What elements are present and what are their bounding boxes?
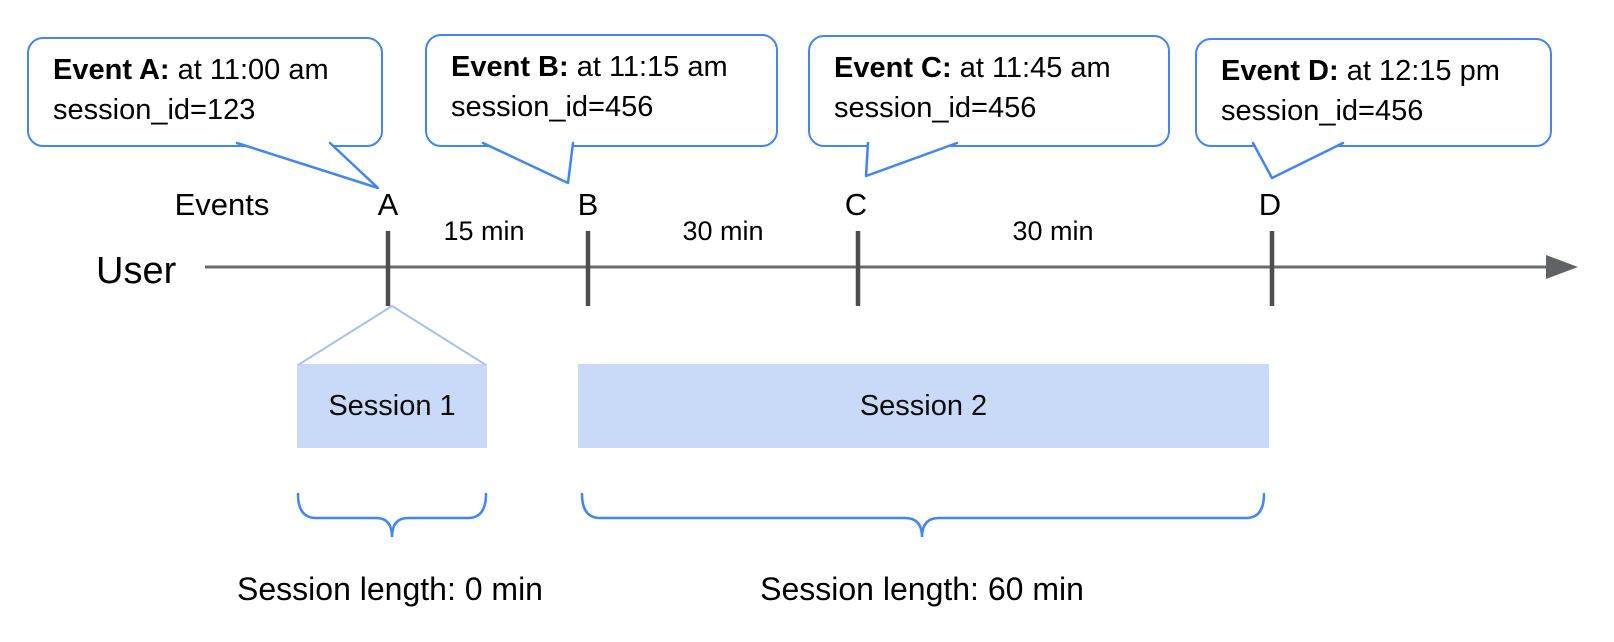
event-marker-b: B	[577, 187, 599, 222]
events-axis-label: Events	[174, 187, 270, 222]
interval-c-d-label: 30 min	[1012, 216, 1094, 246]
callout-tails	[235, 141, 1345, 190]
session-2-length-label: Session length: 60 min	[760, 571, 1084, 607]
event-d-time: at 12:15 pm	[1338, 55, 1500, 87]
event-a-session-id: session_id=123	[53, 94, 256, 126]
interval-a-b-label: 15 min	[443, 216, 525, 246]
funnel-right-line	[391, 305, 487, 366]
session-2-label: Session 2	[859, 389, 988, 422]
session-braces	[296, 492, 1266, 538]
event-c-session-id: session_id=456	[834, 92, 1037, 124]
session-1-box: Session 1	[297, 364, 487, 448]
event-a-callout-line1: Event A: at 11:00 am	[53, 50, 371, 90]
event-a-session-funnel	[297, 305, 487, 366]
event-c-callout: Event C: at 11:45 am session_id=456	[808, 35, 1170, 147]
timeline-arrowhead-icon	[1546, 255, 1578, 279]
session-1-brace	[296, 492, 488, 538]
event-marker-c: C	[844, 187, 868, 222]
event-b-time: at 11:15 am	[568, 51, 728, 83]
session-1-label: Session 1	[328, 389, 456, 422]
event-a-time: at 11:00 am	[169, 54, 329, 86]
event-d-callout-line1: Event D: at 12:15 pm	[1221, 51, 1540, 91]
event-c-title: Event C:	[834, 52, 952, 84]
event-b-title: Event B:	[451, 51, 569, 83]
event-d-session-id: session_id=456	[1221, 95, 1424, 127]
timeline-arrow	[205, 255, 1578, 279]
event-a-callout-tail	[235, 141, 380, 190]
event-a-callout: Event A: at 11:00 am session_id=123	[27, 37, 383, 147]
event-d-title: Event D:	[1221, 55, 1339, 87]
event-b-callout: Event B: at 11:15 am session_id=456	[425, 34, 778, 147]
user-axis-label: User	[96, 250, 177, 292]
event-c-time: at 11:45 am	[951, 52, 1111, 84]
event-c-callout-tail	[864, 141, 959, 178]
event-a-title: Event A:	[53, 54, 170, 86]
interval-b-c-label: 30 min	[682, 216, 764, 246]
event-c-callout-line1: Event C: at 11:45 am	[834, 48, 1158, 88]
session-1-length-label: Session length: 0 min	[237, 571, 543, 607]
session-2-brace	[580, 492, 1266, 538]
event-b-session-id: session_id=456	[451, 91, 654, 123]
event-b-callout-line1: Event B: at 11:15 am	[451, 47, 766, 87]
event-d-callout-tail	[1251, 141, 1345, 180]
event-b-callout-tail	[481, 141, 575, 185]
funnel-left-line	[297, 305, 393, 366]
session-2-box: Session 2	[578, 364, 1269, 448]
event-marker-d: D	[1258, 187, 1282, 222]
event-marker-a: A	[377, 187, 399, 222]
event-d-callout: Event D: at 12:15 pm session_id=456	[1195, 38, 1552, 147]
